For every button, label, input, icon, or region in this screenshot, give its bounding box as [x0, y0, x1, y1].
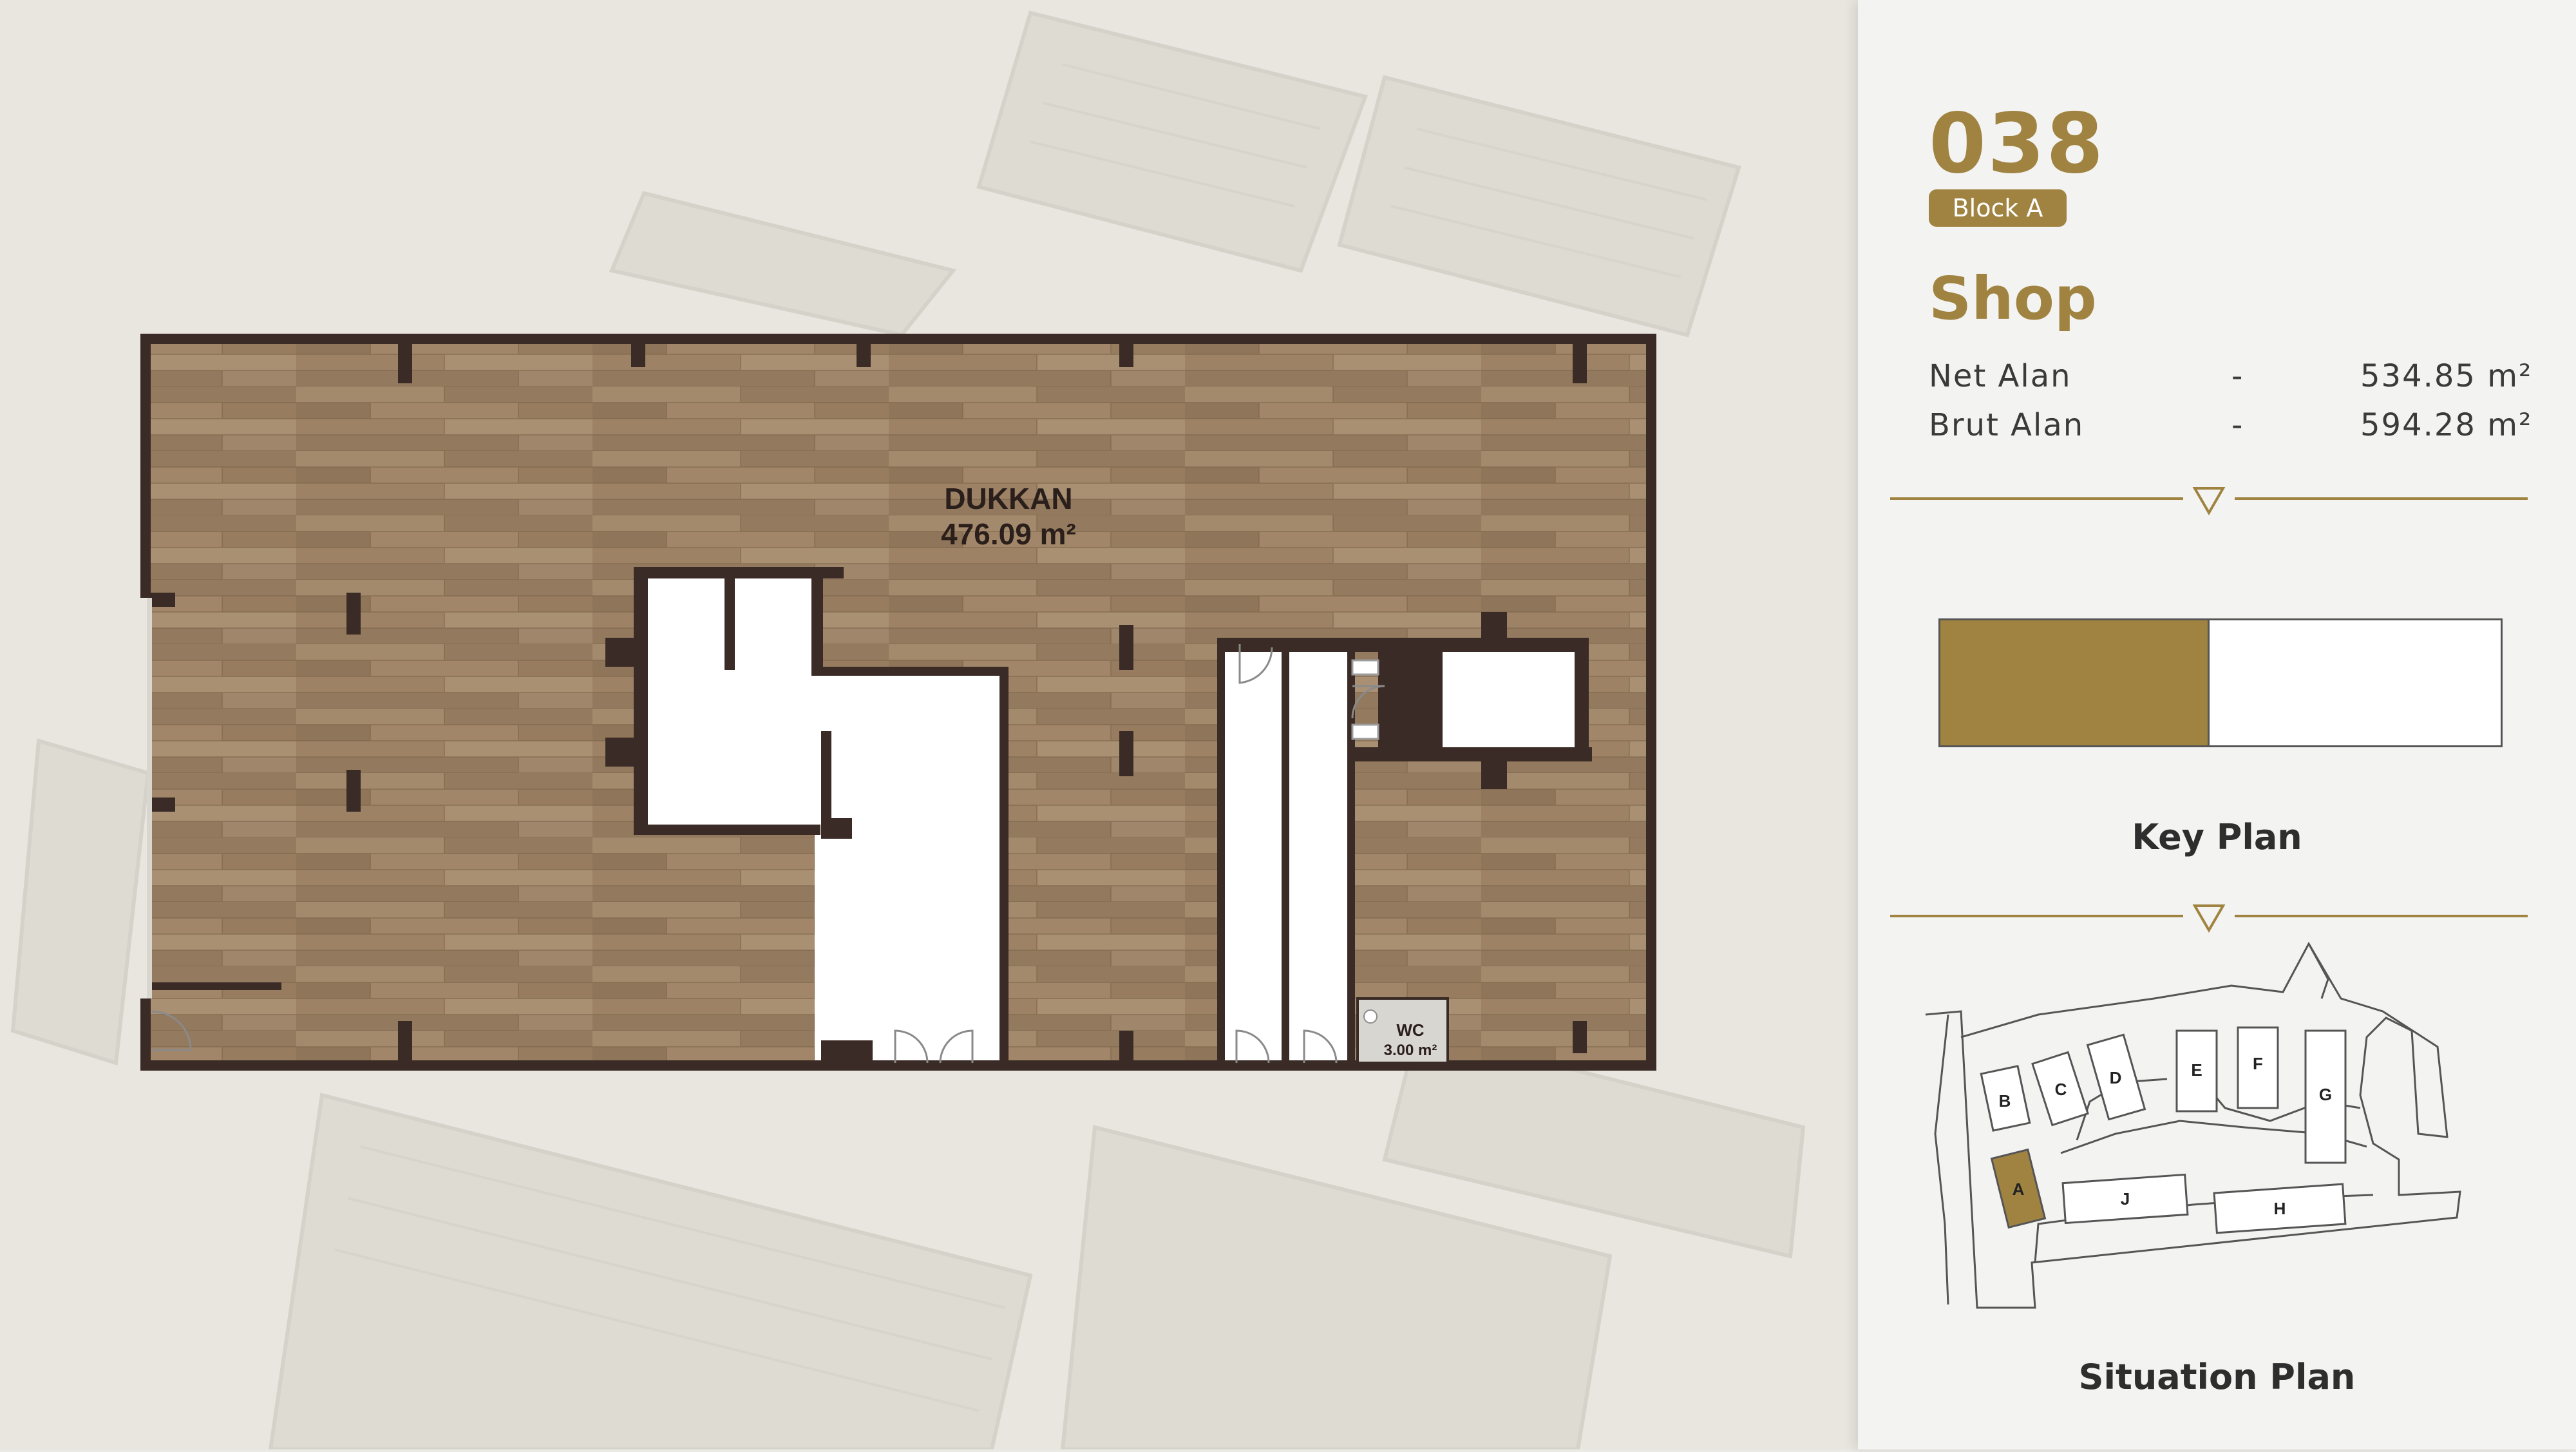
- unit-info-sidebar: 038 Block A Shop Net Alan - 534.85 m² Br…: [1858, 0, 2576, 1449]
- gross-area-label: Brut Alan: [1929, 407, 2085, 443]
- triangle-down-icon: [2192, 904, 2226, 933]
- key-plan-highlight: [1940, 620, 2210, 745]
- block-label: C: [2055, 1080, 2067, 1099]
- room-name-label: DUKKAN: [944, 482, 1072, 515]
- floor-plan: DUKKAN 476.09 m² WC 3.00 m²: [140, 334, 1656, 1071]
- block-label: D: [2110, 1068, 2122, 1087]
- net-area-value: 534.85 m²: [2360, 358, 2533, 394]
- wc-area-label: 3.00 m²: [1384, 1042, 1437, 1059]
- section-divider: [1890, 904, 2528, 933]
- block-label: B: [1999, 1091, 2011, 1111]
- net-area-label: Net Alan: [1929, 358, 2072, 394]
- room-area-label: 476.09 m²: [941, 517, 1076, 551]
- section-divider: [1890, 487, 2528, 515]
- unit-type: Shop: [1929, 264, 2097, 333]
- block-label-highlighted: A: [2012, 1180, 2025, 1199]
- block-label: G: [2319, 1085, 2332, 1104]
- block-label: J: [2121, 1189, 2130, 1208]
- block-label: E: [2191, 1060, 2202, 1080]
- gross-area-value: 594.28 m²: [2360, 407, 2533, 443]
- situation-plan-map: B C D E F G A J H: [1925, 941, 2461, 1309]
- block-badge: Block A: [1929, 189, 2067, 227]
- block-label: H: [2274, 1199, 2286, 1218]
- unit-number: 038: [1929, 96, 2105, 192]
- situation-plan-label: Situation Plan: [2078, 1357, 2356, 1397]
- key-plan-diagram: [1938, 618, 2503, 747]
- wc-name-label: WC: [1396, 1020, 1425, 1040]
- key-plan-label: Key Plan: [2132, 817, 2302, 857]
- net-area-separator: -: [2231, 358, 2244, 394]
- block-label: F: [2253, 1054, 2263, 1073]
- gross-area-separator: -: [2231, 407, 2244, 443]
- triangle-down-icon: [2192, 487, 2226, 515]
